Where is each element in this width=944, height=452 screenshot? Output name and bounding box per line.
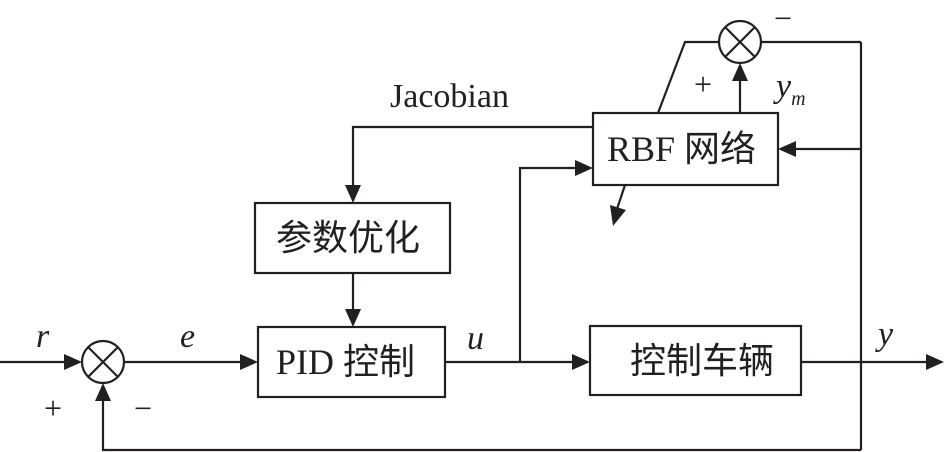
rbf-minus-sign: − bbox=[774, 0, 793, 36]
main-feedback-line bbox=[101, 393, 861, 452]
main-plus-sign: + bbox=[44, 390, 63, 426]
arrowhead-into-rbf-right bbox=[778, 141, 796, 157]
jacobian-label: Jacobian bbox=[390, 78, 509, 115]
arrowhead-into-rbf-left bbox=[575, 160, 593, 176]
pid-block-label: PID 控制 bbox=[276, 342, 416, 382]
arrowhead-into-vehicle bbox=[572, 354, 590, 370]
pid-block bbox=[256, 325, 447, 399]
error-e-label: e bbox=[180, 318, 196, 355]
output-y-label: y bbox=[878, 316, 894, 353]
rbf-block-label: RBF 网络 bbox=[607, 129, 757, 169]
jacobian-line bbox=[351, 125, 593, 190]
rbf-block bbox=[591, 111, 780, 187]
rbf-adaptation-arrowhead bbox=[610, 205, 626, 226]
arrowhead-into-param-opt bbox=[345, 185, 361, 203]
vehicle-block bbox=[588, 324, 803, 397]
arrowhead-feedback-into-sum bbox=[95, 383, 111, 401]
rbf-summing-junction bbox=[717, 19, 763, 65]
arrowhead-into-pid-top bbox=[345, 309, 361, 327]
model-output-ym-label: ym bbox=[776, 70, 806, 109]
main-minus-sign: − bbox=[134, 390, 153, 426]
vehicle-block-label: 控制车辆 bbox=[630, 341, 775, 381]
reference-r-label: r bbox=[36, 318, 50, 355]
param-opt-block-label: 参数优化 bbox=[276, 218, 421, 258]
main-summing-junction bbox=[80, 339, 126, 385]
ym-subscript: m bbox=[791, 87, 806, 110]
u-to-rbf-line bbox=[518, 166, 582, 362]
ym-base: y bbox=[776, 68, 792, 105]
model-error-line bbox=[656, 40, 719, 114]
rbf-plus-sign: + bbox=[694, 66, 713, 102]
control-u-label: u bbox=[467, 320, 484, 357]
arrowhead-ym-into-sum bbox=[732, 63, 748, 81]
arrowhead-into-pid bbox=[240, 354, 258, 370]
param-opt-block bbox=[253, 201, 452, 275]
arrowhead-output bbox=[926, 354, 944, 370]
arrowhead-into-sum bbox=[64, 354, 82, 370]
